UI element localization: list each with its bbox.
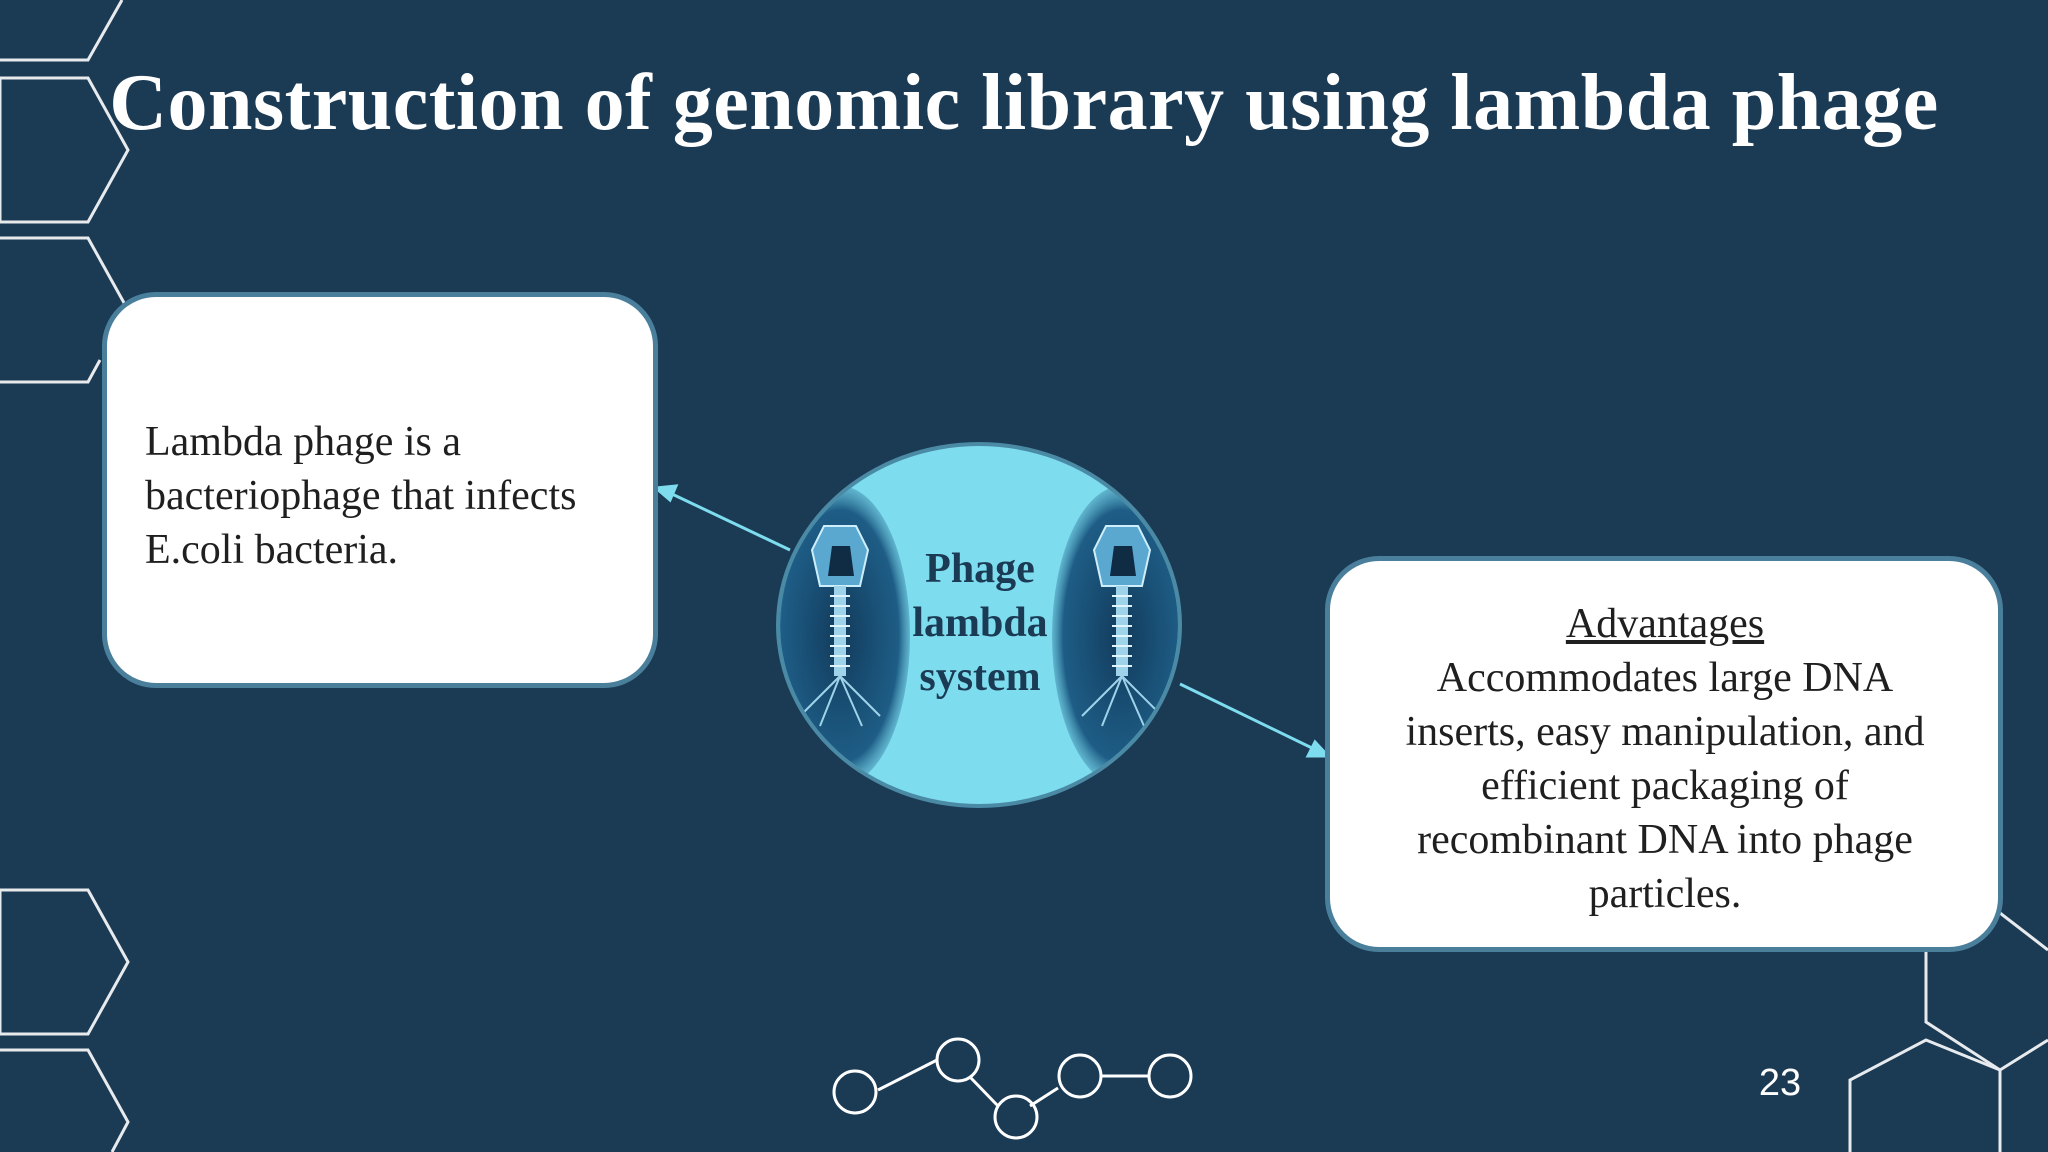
advantages-line: Accommodates large DNA (1436, 655, 1894, 701)
definition-box: Lambda phage is a bacteriophage that inf… (102, 292, 658, 688)
center-label-line: system (919, 654, 1041, 700)
advantages-line: inserts, easy manipulation, and (1405, 709, 1925, 755)
hexagon-outline (0, 236, 130, 311)
molecule-chain (832, 1037, 1193, 1140)
bacteriophage-illustration (780, 486, 1178, 786)
bacteriophage-icon (780, 486, 910, 786)
bacteriophage-icon (1052, 486, 1178, 786)
definition-line: bacteriophage that infects (145, 473, 577, 519)
hexagon-outline (0, 888, 130, 1036)
advantages-line: recombinant DNA into phage (1417, 817, 1913, 863)
definition-line: E.coli bacteria. (145, 527, 399, 573)
page-number: 23 (1758, 1062, 1802, 1104)
arrow-icon (652, 484, 679, 503)
hexagon-outline (0, 359, 102, 384)
phage-lambda-circle (776, 442, 1182, 808)
slide-title: Construction of genomic library using la… (109, 59, 1939, 147)
hexagon-outline (1848, 1038, 2002, 1152)
arrow-to-left-box (671, 492, 791, 552)
center-label-line: Phage (925, 546, 1035, 592)
advantages-heading: Advantages (1565, 601, 1765, 647)
definition-text: Lambda phage is a bacteriophage that inf… (145, 415, 635, 577)
arrow-to-right-box (1179, 682, 1313, 750)
hexagon-outline (0, 0, 124, 62)
advantages-line: particles. (1588, 871, 1742, 917)
arrow-icon (1305, 739, 1332, 758)
hexagon-outline (0, 1048, 130, 1152)
advantages-text: Advantages Accommodates large DNA insert… (1340, 597, 1990, 921)
advantages-line: efficient packaging of (1481, 763, 1849, 809)
center-label-line: lambda (912, 600, 1048, 646)
advantages-box: Advantages Accommodates large DNA insert… (1325, 556, 2003, 952)
hexagon-outline (0, 76, 130, 224)
definition-line: Lambda phage is a (145, 419, 462, 465)
center-label: Phage lambda system (880, 542, 1080, 704)
